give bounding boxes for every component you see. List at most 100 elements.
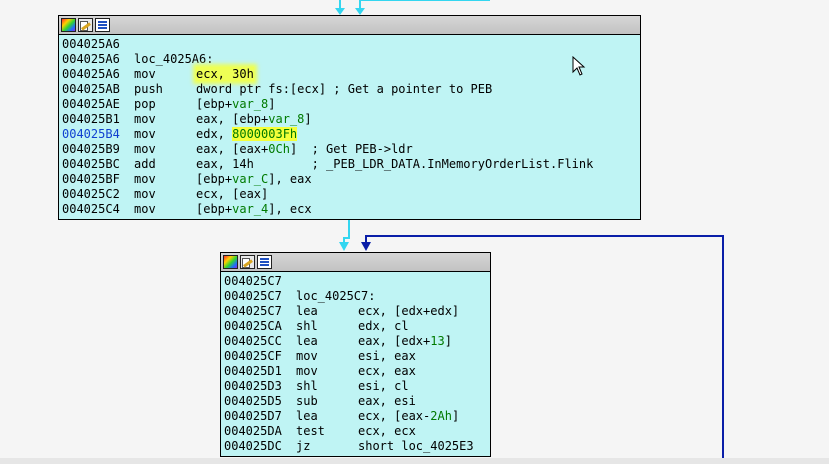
line-address[interactable]: 004025C7 [224, 289, 282, 303]
line-address[interactable]: 004025DC [224, 439, 282, 453]
loop-back-edge[interactable] [365, 235, 724, 464]
instruction-mnemonic[interactable]: mov [134, 172, 156, 186]
operand-text[interactable]: ecx, [eax- [358, 409, 431, 423]
disasm-line[interactable]: 004025B1 mov eax, [ebp+var_8] [62, 112, 640, 127]
operand-variable[interactable]: var_C [232, 172, 269, 186]
operand-text[interactable]: loc_4025C7: [296, 289, 376, 303]
line-address[interactable]: 004025A6 [62, 67, 120, 81]
operand-text[interactable]: esi, eax [358, 349, 416, 363]
instruction-mnemonic[interactable]: shl [296, 319, 318, 333]
operand-text[interactable]: eax, [eax+ [196, 142, 269, 156]
operand-variable[interactable]: var_8 [268, 112, 305, 126]
instruction-mnemonic[interactable]: sub [296, 394, 318, 408]
line-address[interactable]: 004025D7 [224, 409, 282, 423]
operand-variable[interactable]: var_8 [232, 97, 269, 111]
operand-text[interactable]: [ebp+ [196, 97, 233, 111]
operand-number[interactable]: 0Ch [268, 142, 290, 156]
operand-text[interactable]: edx, cl [358, 319, 409, 333]
line-address[interactable]: 004025B4 [62, 127, 120, 141]
operand-text[interactable]: short loc_4025E3 [358, 439, 474, 453]
disasm-line[interactable]: 004025B9 mov eax, [eax+0Ch] ; Get PEB->ldr [62, 142, 640, 157]
disasm-line[interactable]: 004025BF mov [ebp+var_C], eax [62, 172, 640, 187]
rename-node-icon[interactable] [240, 255, 255, 269]
node-titlebar[interactable] [221, 253, 490, 272]
operand-text[interactable]: eax, esi [358, 394, 416, 408]
line-address[interactable]: 004025A6 [62, 37, 120, 51]
disasm-line[interactable]: 004025D5 sub eax, esi [224, 394, 490, 409]
horizontal-scrollbar[interactable] [0, 458, 829, 464]
line-address[interactable]: 004025B9 [62, 142, 120, 156]
disasm-line[interactable]: 004025C7 [224, 274, 490, 289]
instruction-mnemonic[interactable]: add [134, 157, 156, 171]
instruction-mnemonic[interactable]: mov [134, 112, 156, 126]
instruction-mnemonic[interactable]: pop [134, 97, 156, 111]
disasm-line[interactable]: 004025BC add eax, 14h ; _PEB_LDR_DATA.InMe… [62, 157, 640, 172]
line-address[interactable]: 004025CF [224, 349, 282, 363]
node-color-icon[interactable] [223, 255, 238, 269]
operand-text[interactable]: eax, [ebp+ [196, 112, 269, 126]
operand-number[interactable]: 8000003Fh [232, 127, 298, 141]
operand-text[interactable]: ], ecx [268, 202, 312, 216]
disasm-line[interactable]: 004025A6 [62, 37, 640, 52]
operand-text[interactable]: ], eax [268, 172, 312, 186]
operand-text[interactable]: loc_4025A6: [134, 52, 214, 66]
instruction-mnemonic[interactable]: lea [296, 409, 318, 423]
line-address[interactable]: 004025CA [224, 319, 282, 333]
graph-overview-icon[interactable] [257, 255, 272, 269]
instruction-mnemonic[interactable]: shl [296, 379, 318, 393]
operand-number[interactable]: 13 [430, 334, 445, 348]
line-address[interactable]: 004025BF [62, 172, 120, 186]
node-color-icon[interactable] [61, 18, 76, 32]
line-address[interactable]: 004025C7 [224, 274, 282, 288]
instruction-mnemonic[interactable]: jz [296, 439, 311, 453]
operand-text[interactable]: ] [304, 112, 312, 126]
line-address[interactable]: 004025C4 [62, 202, 120, 216]
disasm-line[interactable]: 004025DC jz short loc_4025E3 [224, 439, 490, 454]
operand-text[interactable]: dword ptr fs:[ecx] ; Get a pointer to PE… [196, 82, 493, 96]
operand-text[interactable]: ecx, [eax] [196, 187, 269, 201]
disasm-line[interactable]: 004025C4 mov [ebp+var_4], ecx [62, 202, 640, 217]
line-address[interactable]: 004025B1 [62, 112, 120, 126]
instruction-mnemonic[interactable]: mov [134, 67, 156, 81]
line-address[interactable]: 004025D5 [224, 394, 282, 408]
operand-text[interactable]: ] [444, 334, 452, 348]
operand-text[interactable]: ecx, 30h [196, 67, 254, 81]
instruction-mnemonic[interactable]: mov [134, 142, 156, 156]
disasm-line[interactable]: 004025CA shl edx, cl [224, 319, 490, 334]
operand-text[interactable]: ecx, [edx+edx] [358, 304, 460, 318]
instruction-mnemonic[interactable]: mov [134, 127, 156, 141]
operand-text[interactable]: ecx, eax [358, 364, 416, 378]
instruction-mnemonic[interactable]: mov [134, 187, 156, 201]
operand-text[interactable]: esi, cl [358, 379, 409, 393]
line-address[interactable]: 004025A6 [62, 52, 120, 66]
instruction-mnemonic[interactable]: mov [134, 202, 156, 216]
operand-text[interactable]: ecx, ecx [358, 424, 416, 438]
operand-text[interactable]: [ebp+ [196, 202, 233, 216]
operand-text[interactable]: [ebp+ [196, 172, 233, 186]
line-address[interactable]: 004025CC [224, 334, 282, 348]
line-address[interactable]: 004025BC [62, 157, 120, 171]
operand-text[interactable]: ] [268, 97, 276, 111]
disasm-line[interactable]: 004025A6 loc_4025A6: [62, 52, 640, 67]
instruction-mnemonic[interactable]: push [134, 82, 163, 96]
operand-variable[interactable]: var_4 [232, 202, 269, 216]
node-titlebar[interactable] [59, 16, 640, 35]
operand-text[interactable]: eax, [edx+ [358, 334, 431, 348]
graph-overview-icon[interactable] [95, 18, 110, 32]
rename-node-icon[interactable] [78, 18, 93, 32]
operand-text[interactable]: ] ; Get PEB->ldr [289, 142, 413, 156]
instruction-mnemonic[interactable]: lea [296, 304, 318, 318]
operand-text[interactable]: eax, 14h ; _PEB_LDR_DATA.InMemoryOrderLi… [196, 157, 594, 171]
